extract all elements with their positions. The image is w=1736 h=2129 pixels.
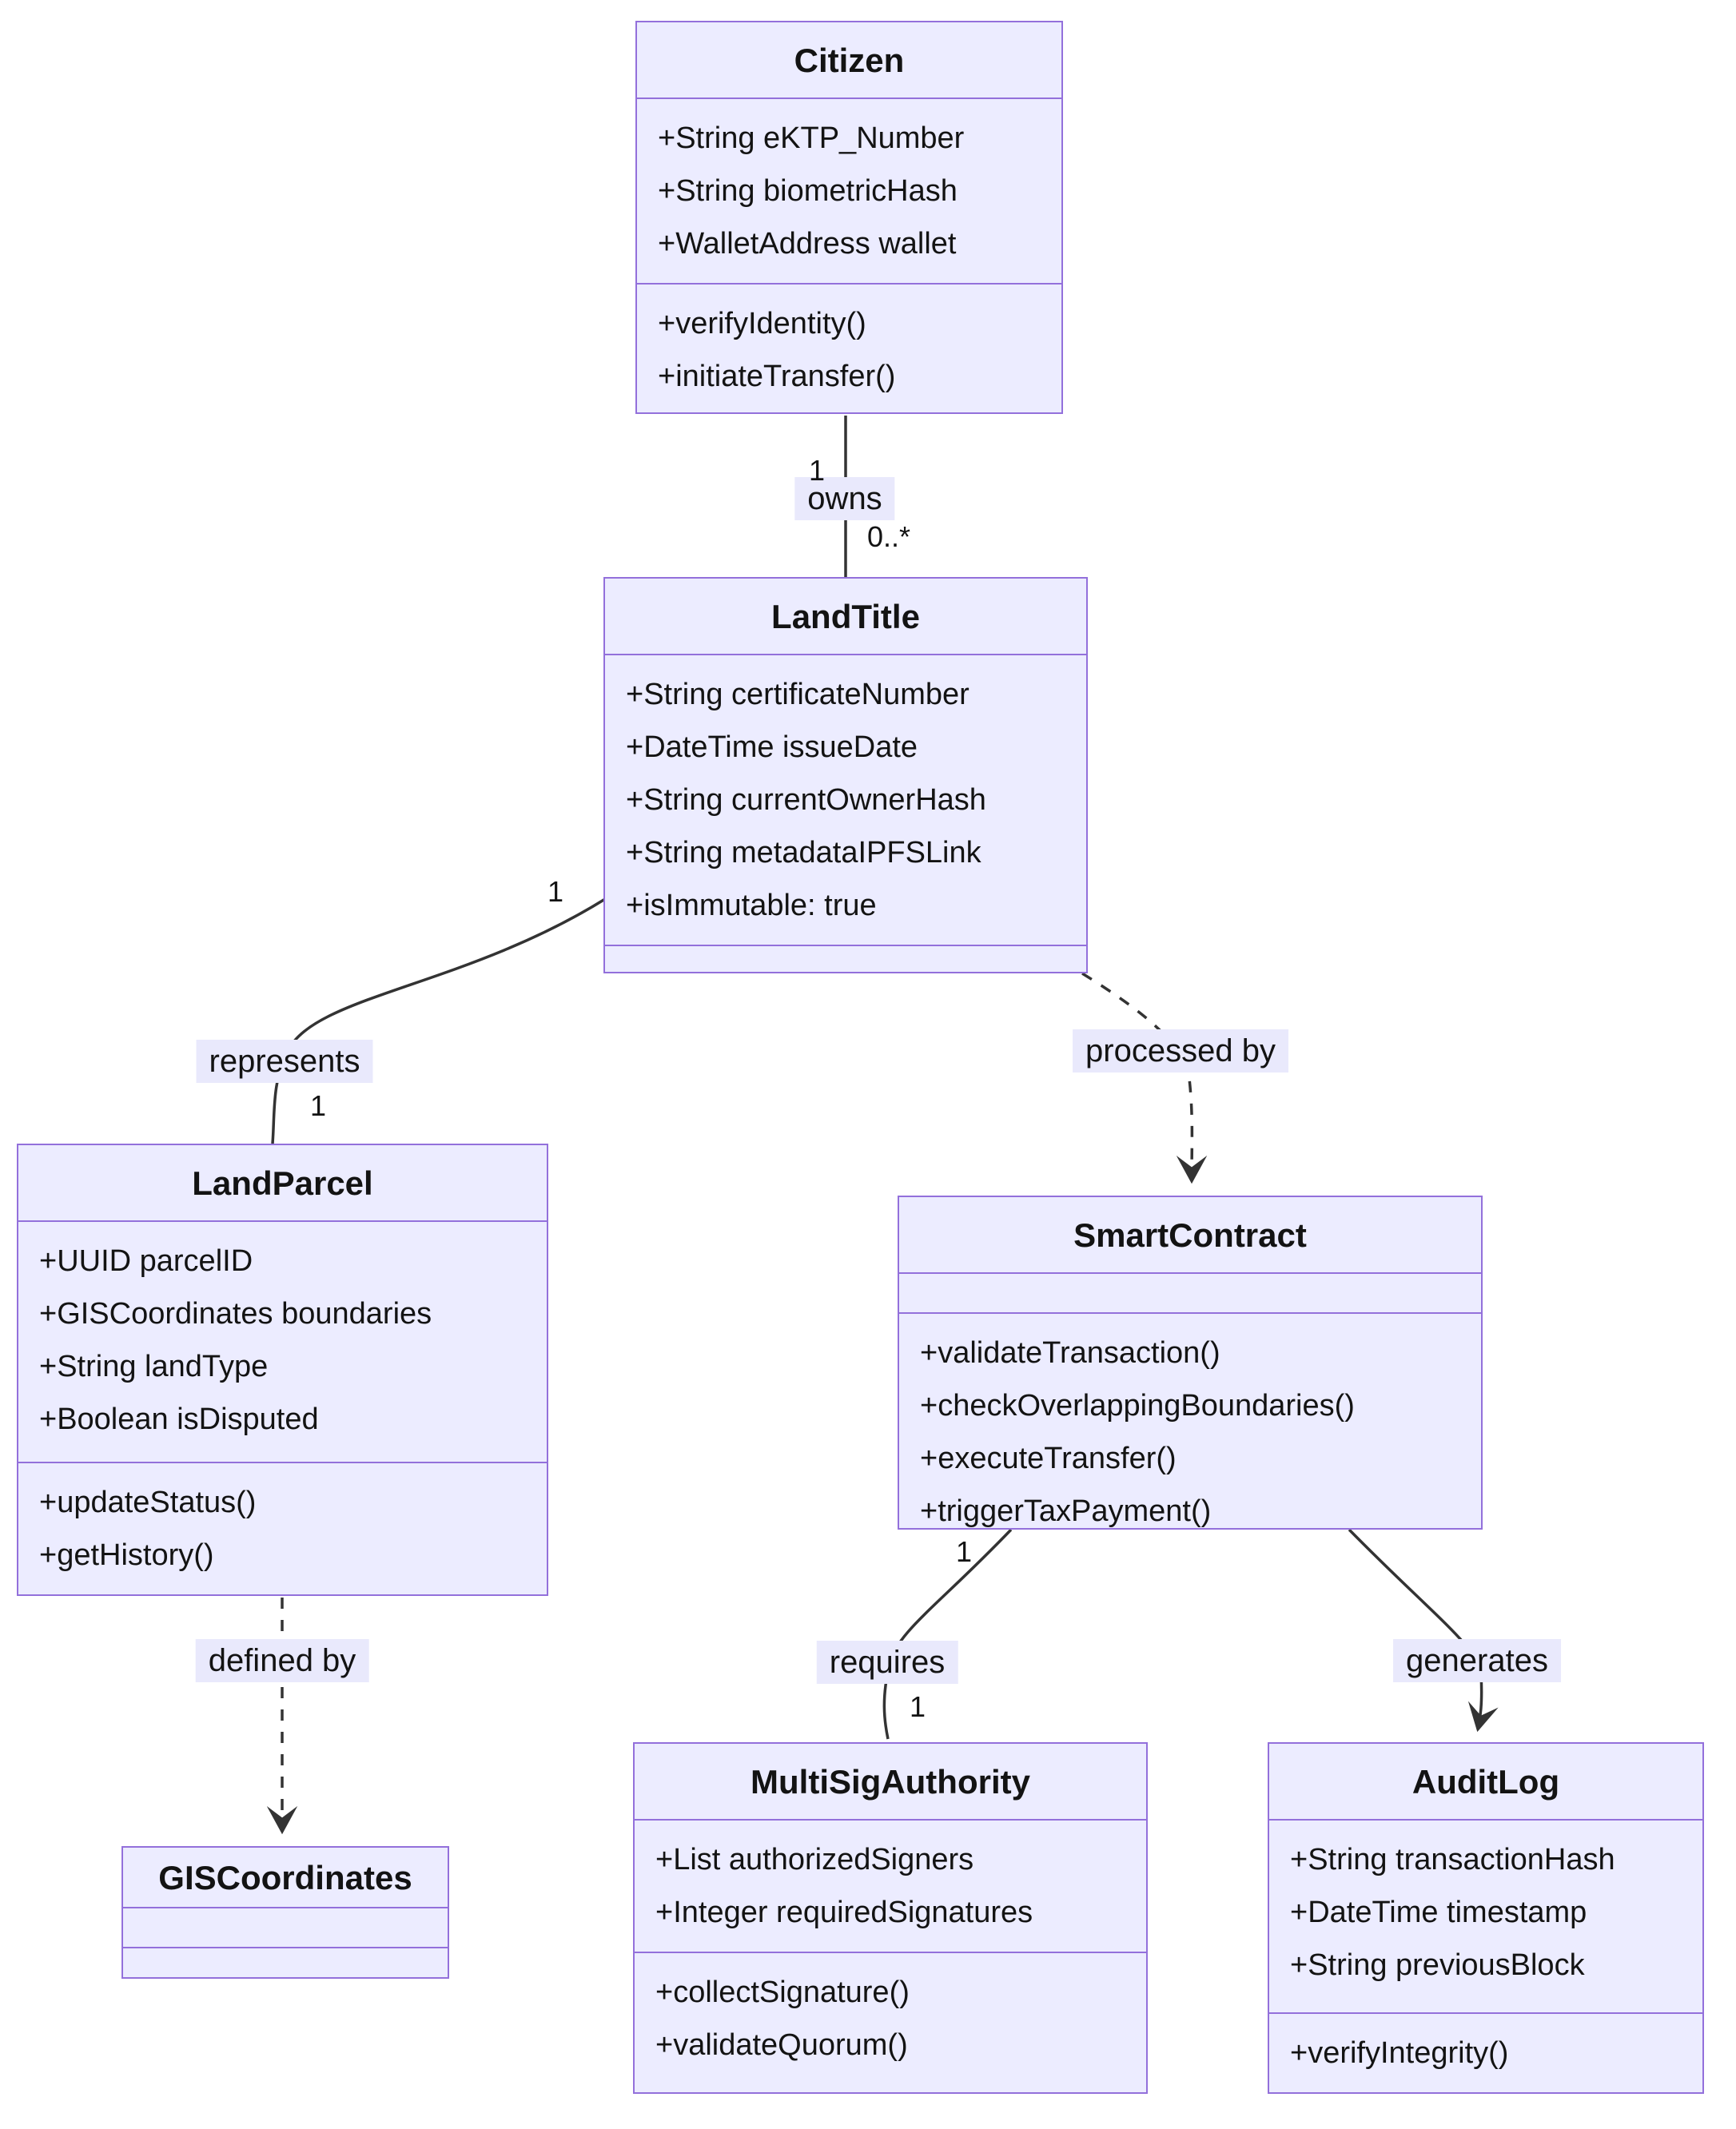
edge-represents — [271, 897, 606, 1144]
class-auditlog-attributes: +String transactionHash +DateTime timest… — [1269, 1819, 1702, 2012]
class-citizen: Citizen +String eKTP_Number +String biom… — [635, 21, 1063, 414]
method: +validateQuorum() — [655, 2028, 908, 2062]
attribute: +String landType — [39, 1350, 269, 1383]
attribute: +List authorizedSigners — [655, 1843, 974, 1876]
method: +getHistory() — [39, 1538, 214, 1572]
class-citizen-attributes: +String eKTP_Number +String biometricHas… — [637, 97, 1061, 283]
multiplicity-represents-to: 1 — [309, 1089, 327, 1122]
class-multisigauthority-methods: +collectSignature() +validateQuorum() — [635, 1952, 1146, 2092]
multiplicity-owns-to: 0..* — [866, 520, 911, 553]
edge-label-owns: owns — [794, 477, 895, 520]
class-auditlog: AuditLog +String transactionHash +DateTi… — [1268, 1742, 1704, 2094]
multiplicity-requires-from: 1 — [955, 1535, 973, 1568]
method: +verifyIntegrity() — [1290, 2036, 1509, 2070]
class-auditlog-title: AuditLog — [1411, 1763, 1560, 1801]
edge-label-requires: requires — [816, 1641, 958, 1684]
attribute: +GISCoordinates boundaries — [39, 1297, 432, 1331]
class-smartcontract: SmartContract +validateTransaction() +ch… — [898, 1196, 1483, 1530]
edge-requires — [882, 1528, 1013, 1740]
multiplicity-requires-to: 1 — [909, 1690, 926, 1723]
class-multisigauthority-title: MultiSigAuthority — [751, 1763, 1030, 1801]
method: +triggerTaxPayment() — [920, 1494, 1212, 1528]
class-multisigauthority: MultiSigAuthority +List authorizedSigner… — [633, 1742, 1148, 2094]
class-landparcel: LandParcel +UUID parcelID +GISCoordinate… — [17, 1144, 548, 1596]
class-auditlog-methods: +verifyIntegrity() — [1269, 2012, 1702, 2092]
class-landtitle: LandTitle +String certificateNumber +Dat… — [603, 577, 1088, 973]
edge-label-defined-by: defined by — [195, 1639, 369, 1682]
method: +updateStatus() — [39, 1486, 257, 1519]
class-citizen-title: Citizen — [794, 42, 905, 79]
class-smartcontract-attributes — [899, 1272, 1481, 1312]
attribute: +DateTime issueDate — [626, 730, 918, 764]
class-giscoordinates-attributes — [123, 1907, 448, 1947]
attribute: +String previousBlock — [1290, 1948, 1585, 1982]
class-landtitle-methods — [605, 945, 1086, 985]
method: +verifyIdentity() — [658, 307, 866, 340]
class-landparcel-attributes: +UUID parcelID +GISCoordinates boundarie… — [18, 1220, 547, 1462]
edge-generates — [1348, 1528, 1499, 1733]
multiplicity-represents-from: 1 — [547, 875, 564, 908]
class-multisigauthority-attributes: +List authorizedSigners +Integer require… — [635, 1819, 1146, 1952]
attribute: +String biometricHash — [658, 174, 958, 208]
attribute: +UUID parcelID — [39, 1244, 253, 1278]
attribute: +isImmutable: true — [626, 889, 877, 922]
class-landtitle-title: LandTitle — [771, 598, 920, 635]
attribute: +DateTime timestamp — [1290, 1896, 1587, 1929]
method: +checkOverlappingBoundaries() — [920, 1389, 1355, 1423]
method: +executeTransfer() — [920, 1442, 1177, 1475]
edge-label-represents: represents — [196, 1040, 373, 1083]
class-landparcel-title: LandParcel — [192, 1164, 373, 1202]
multiplicity-owns-from: 1 — [808, 454, 826, 487]
edge-label-generates: generates — [1393, 1639, 1561, 1682]
attribute: +String transactionHash — [1290, 1843, 1615, 1876]
attribute: +String certificateNumber — [626, 678, 970, 711]
method: +collectSignature() — [655, 1976, 910, 2009]
class-giscoordinates-methods — [123, 1947, 448, 1977]
attribute: +Integer requiredSignatures — [655, 1896, 1033, 1929]
attribute: +Boolean isDisputed — [39, 1403, 319, 1436]
class-giscoordinates: GISCoordinates — [121, 1846, 449, 1979]
class-landtitle-attributes: +String certificateNumber +DateTime issu… — [605, 654, 1086, 945]
edge-label-processed-by: processed by — [1073, 1029, 1288, 1072]
class-landparcel-methods: +updateStatus() +getHistory() — [18, 1462, 547, 1594]
attribute: +String metadataIPFSLink — [626, 836, 981, 870]
edge-processed-by — [1081, 972, 1208, 1184]
class-smartcontract-methods: +validateTransaction() +checkOverlapping… — [899, 1312, 1481, 1550]
method: +initiateTransfer() — [658, 360, 896, 393]
class-smartcontract-title: SmartContract — [1073, 1216, 1307, 1254]
class-giscoordinates-title: GISCoordinates — [158, 1859, 412, 1896]
attribute: +WalletAddress wallet — [658, 227, 957, 261]
attribute: +String eKTP_Number — [658, 121, 965, 155]
attribute: +String currentOwnerHash — [626, 783, 986, 817]
method: +validateTransaction() — [920, 1336, 1220, 1370]
class-citizen-methods: +verifyIdentity() +initiateTransfer() — [637, 283, 1061, 416]
